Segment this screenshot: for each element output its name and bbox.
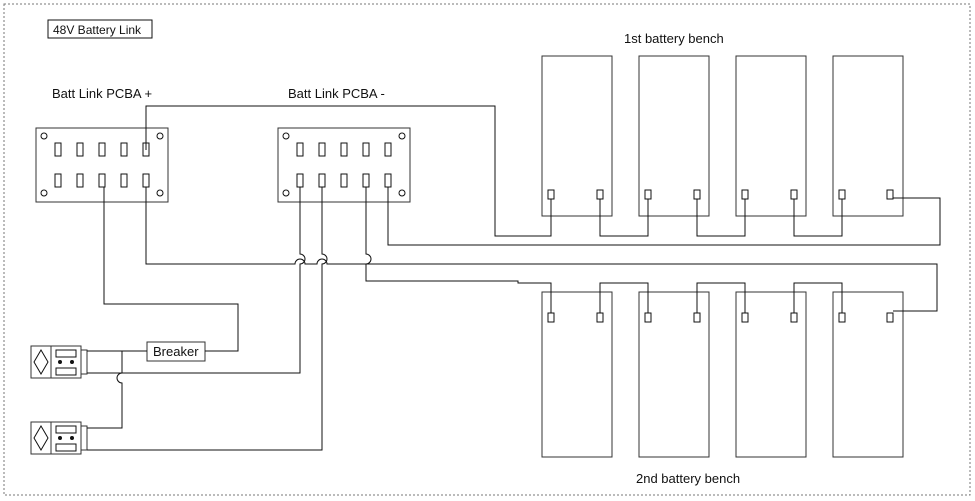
wire [696, 282, 746, 313]
pcba-minus-board [277, 127, 411, 203]
battery [832, 55, 904, 217]
wire [793, 199, 843, 237]
battery [638, 55, 710, 217]
wiring [87, 105, 941, 451]
battery [638, 291, 710, 458]
breaker-label: Breaker [153, 344, 199, 359]
wire [793, 282, 843, 313]
pcba-plus-slots [54, 142, 150, 188]
wire [387, 187, 941, 246]
battery [832, 291, 904, 458]
wire [599, 282, 649, 313]
wire [696, 199, 746, 237]
battery [735, 291, 807, 458]
wire [599, 199, 649, 237]
diagram-title: 48V Battery Link [53, 23, 142, 37]
battery [541, 55, 613, 217]
pcba-plus-label: Batt Link PCBA + [52, 86, 152, 101]
bench1-label: 1st battery bench [624, 31, 724, 46]
battery-bench-2 [541, 291, 904, 458]
breaker: Breaker [146, 341, 206, 362]
diagram-frame [3, 3, 971, 496]
battery-bench-1 [541, 55, 904, 217]
wire [145, 105, 552, 237]
wire [365, 187, 552, 313]
battery [735, 55, 807, 217]
wire [87, 187, 328, 451]
bench2-label: 2nd battery bench [636, 471, 740, 486]
connector-1 [30, 345, 88, 379]
pcba-plus-board [35, 127, 169, 203]
title-box [47, 19, 153, 39]
connector-2 [30, 421, 88, 455]
battery [541, 291, 613, 458]
pcba-minus-label: Batt Link PCBA - [288, 86, 385, 101]
wire [87, 187, 306, 374]
wire [87, 351, 123, 429]
wire [145, 187, 938, 312]
wire [103, 187, 239, 352]
